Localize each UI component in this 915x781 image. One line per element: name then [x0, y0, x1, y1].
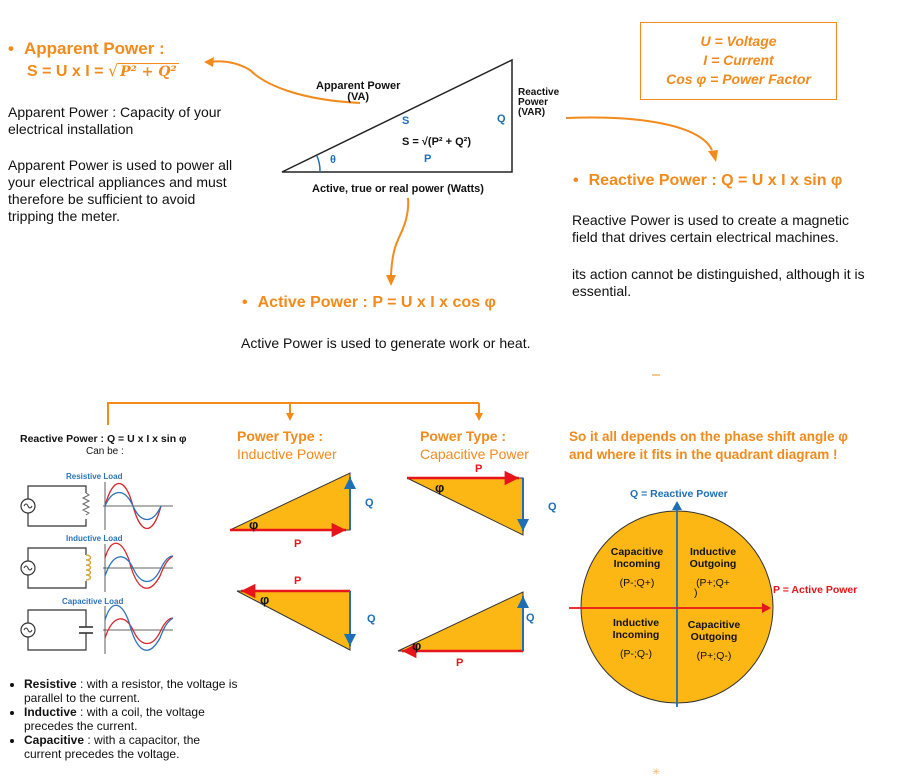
inductive-triangles — [229, 472, 356, 651]
capacitive-p-1: P — [475, 463, 483, 475]
triangle-theta-label: θ — [330, 154, 336, 166]
quadrant-bottom-right: Capacitive Outgoing (P+;Q-) — [687, 619, 741, 662]
resistive-bullet: Resistive : with a resistor, the voltage… — [24, 677, 239, 705]
resistive-load-label: Resistive Load — [66, 472, 123, 481]
inductive-bullet: Inductive : with a coil, the voltage pre… — [24, 705, 239, 733]
inductive-p-1: P — [294, 538, 302, 550]
inductive-q-2: Q — [367, 613, 376, 625]
capacitive-type-line2: Capacitive Power — [420, 446, 529, 462]
definitions-box: U = Voltage I = Current Cos φ = Power Fa… — [640, 22, 837, 100]
inductive-p-2: P — [294, 575, 302, 587]
power-triangle — [281, 58, 513, 173]
reactive-power-heading: •Reactive Power : Q = U x I x sin φ — [573, 172, 843, 189]
quadrant-bottom-left: Inductive Incoming (P-;Q-) — [612, 617, 660, 660]
loads-title: Reactive Power : Q = U x I x sin φ — [20, 433, 187, 445]
loads-can-be: Can be : — [86, 446, 124, 457]
triangle-base-label: Active, true or real power (Watts) — [312, 183, 484, 195]
inductive-type-line2: Inductive Power — [237, 446, 337, 462]
triangle-q-label: Q — [497, 113, 506, 125]
triangle-formula: S = √(P² + Q²) — [402, 136, 471, 148]
load-type-list: Resistive : with a resistor, the voltage… — [4, 677, 239, 761]
quadrant-diagram — [569, 501, 774, 707]
inductive-circuit — [20, 542, 174, 592]
load-circuits — [20, 482, 174, 654]
active-power-text: Active Power is used to generate work or… — [241, 335, 531, 351]
capacitive-p-2: P — [456, 657, 464, 669]
quadrant-heading: So it all depends on the phase shift ang… — [569, 429, 848, 462]
triangle-reactive-label: Reactive Power (VAR) — [518, 87, 560, 118]
svg-text:✳: ✳ — [652, 767, 660, 778]
voltage-definition: U = Voltage — [700, 33, 777, 49]
quadrant-top-right: Inductive Outgoing (P+;Q+ ) — [689, 546, 737, 599]
capacitive-circuit — [20, 604, 174, 654]
active-power-heading: •Active Power : P = U x I x cos φ — [242, 294, 496, 311]
x-axis-label: P = Active Power — [773, 584, 858, 596]
capacitive-phi-2: φ — [412, 638, 422, 653]
inductive-q-1: Q — [365, 497, 374, 509]
resistive-circuit — [20, 482, 173, 530]
y-axis-label: Q = Reactive Power — [630, 488, 728, 500]
inductive-type-line1: Power Type : — [237, 428, 324, 444]
capacitive-triangles — [397, 470, 529, 659]
capacitive-load-label: Capacitive Load — [62, 597, 124, 606]
current-definition: I = Current — [703, 52, 774, 68]
capacitive-type-line1: Power Type : — [420, 428, 507, 444]
apparent-power-formula: S = U x I = √P² + Q² — [27, 61, 179, 80]
reactive-power-text-1: Reactive Power is used to create a magne… — [572, 212, 850, 245]
capacitive-q-2: Q — [526, 612, 535, 624]
capacitive-bullet: Capacitive : with a capacitor, the curre… — [24, 733, 239, 761]
capacitive-q-1: Q — [548, 501, 557, 513]
inductive-phi-2: φ — [260, 592, 270, 607]
quadrant-top-left: Capacitive Incoming (P-;Q+) — [610, 546, 664, 589]
inductive-phi-1: φ — [249, 517, 259, 532]
apparent-power-usage-text: Apparent Power is used to power all your… — [8, 157, 233, 224]
triangle-p-label: P — [424, 153, 432, 165]
apparent-power-heading: •Apparent Power : — [8, 39, 165, 58]
apparent-power-capacity-text: Apparent Power : Capacity of your electr… — [8, 104, 222, 137]
triangle-apparent-label: Apparent Power (VA) — [316, 80, 401, 103]
triangle-s-label: S — [402, 115, 410, 127]
reactive-power-text-2: its action cannot be distinguished, alth… — [572, 266, 865, 299]
power-factor-definition: Cos φ = Power Factor — [666, 71, 811, 87]
inductive-load-label: Inductive Load — [66, 534, 123, 543]
capacitive-phi-1: φ — [435, 480, 445, 495]
